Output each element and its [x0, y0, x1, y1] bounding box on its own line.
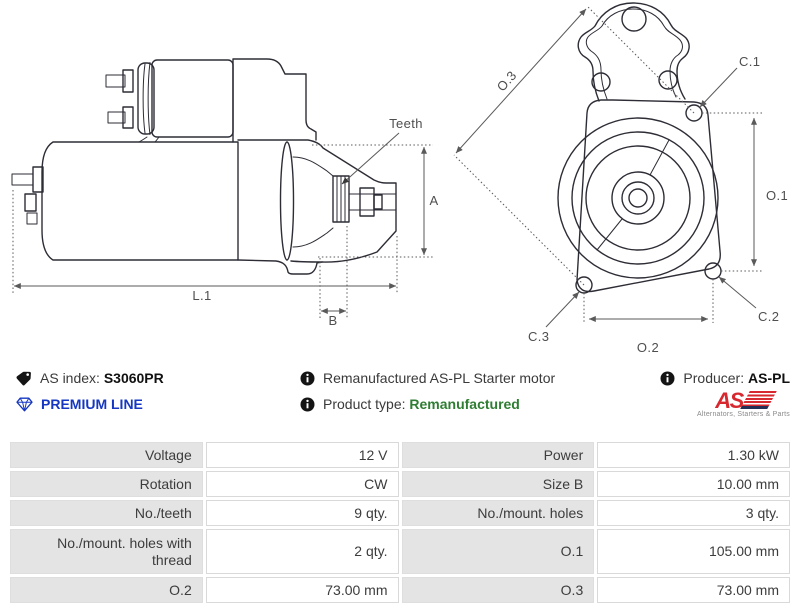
hole-c2-label: C.2: [758, 309, 779, 324]
product-type-item: Product type: Remanufactured: [300, 396, 640, 413]
as-index-item: AS index: S3060PR: [16, 370, 300, 387]
spec-value-cell: 105.00 mm: [597, 529, 790, 574]
info-icon: [660, 371, 675, 386]
side-view-dimensions: Teeth A L.1 B: [12, 116, 438, 328]
dim-o1-label: O.1: [766, 188, 788, 203]
spec-label-cell: No./mount. holes with thread: [10, 529, 203, 574]
spec-label-cell: Voltage: [10, 442, 203, 468]
spec-row: No./teeth 9 qty. No./mount. holes 3 qty.: [10, 500, 790, 526]
spec-row: No./mount. holes with thread 2 qty. O.1 …: [10, 529, 790, 574]
hole-c1-label: C.1: [739, 54, 760, 69]
product-description: Remanufactured AS-PL Starter motor: [323, 370, 556, 386]
dim-l1-label: L.1: [192, 288, 211, 303]
product-type-value: Remanufactured: [409, 396, 520, 412]
hole-c2: [704, 262, 722, 280]
dim-b-label: B: [328, 313, 337, 328]
spec-label-cell: No./mount. holes: [401, 500, 595, 526]
premium-line-label: PREMIUM LINE: [41, 396, 143, 412]
spec-value-cell: 73.00 mm: [597, 577, 790, 603]
producer-text: Producer: AS-PL: [683, 370, 790, 386]
drawings-panel: Teeth A L.1 B: [11, 2, 788, 355]
spec-value-cell: 73.00 mm: [205, 577, 399, 603]
starter-motor-front-outline: [557, 2, 722, 294]
spec-label-cell: O.1: [401, 529, 595, 574]
spec-label-cell: Size B: [401, 471, 595, 497]
spec-row: Voltage 12 V Power 1.30 kW: [10, 442, 790, 468]
info-icon: [300, 397, 315, 412]
front-view-drawing: O.3 O.1 O.2 C.1 C.2 C.3: [453, 2, 788, 355]
product-type-text: Product type: Remanufactured: [323, 396, 520, 412]
as-logo-text: AS: [715, 388, 744, 413]
gem-icon: [16, 397, 33, 412]
as-index-value: S3060PR: [103, 370, 164, 386]
spec-table: Voltage 12 V Power 1.30 kW Rotation CW S…: [10, 442, 790, 603]
info-icon: [300, 371, 315, 386]
spec-value-cell: 12 V: [205, 442, 399, 468]
front-view-dimensions: O.3 O.1 O.2 C.1 C.2 C.3: [453, 6, 788, 355]
as-logo-stripes-graphic: [740, 391, 777, 409]
spec-value-cell: 2 qty.: [205, 529, 399, 574]
product-description-item: Remanufactured AS-PL Starter motor: [300, 370, 640, 387]
starter-motor-side-outline: [11, 58, 397, 275]
product-info-section: AS index: S3060PR PREMIUM LINE Remanufac…: [0, 362, 800, 434]
teeth-label: Teeth: [389, 116, 423, 131]
spec-value-cell: CW: [205, 471, 399, 497]
dim-o2-label: O.2: [637, 340, 659, 355]
as-index-text: AS index: S3060PR: [40, 370, 164, 386]
spec-row: O.2 73.00 mm O.3 73.00 mm: [10, 577, 790, 603]
spec-value-cell: 1.30 kW: [597, 442, 790, 468]
premium-line-item: PREMIUM LINE: [16, 396, 300, 413]
spec-label-cell: Rotation: [10, 471, 203, 497]
spec-label-cell: O.2: [10, 577, 203, 603]
dim-o3-label: O.3: [494, 68, 520, 95]
spec-value-cell: 3 qty.: [597, 500, 790, 526]
spec-value-cell: 10.00 mm: [597, 471, 790, 497]
tag-icon: [16, 371, 32, 386]
producer-item: Producer: AS-PL: [660, 370, 790, 387]
dim-a-label: A: [429, 193, 438, 208]
as-logo: AS Alternators, Starters & Parts: [697, 388, 790, 419]
spec-value-cell: 9 qty.: [205, 500, 399, 526]
spec-label-cell: O.3: [401, 577, 595, 603]
hole-c3-label: C.3: [528, 329, 549, 344]
spec-label-cell: No./teeth: [10, 500, 203, 526]
side-view-drawing: Teeth A L.1 B: [11, 58, 438, 328]
spec-label-cell: Power: [401, 442, 595, 468]
producer-value: AS-PL: [748, 370, 790, 386]
spec-row: Rotation CW Size B 10.00 mm: [10, 471, 790, 497]
as-logo-tagline: Alternators, Starters & Parts: [697, 411, 790, 418]
